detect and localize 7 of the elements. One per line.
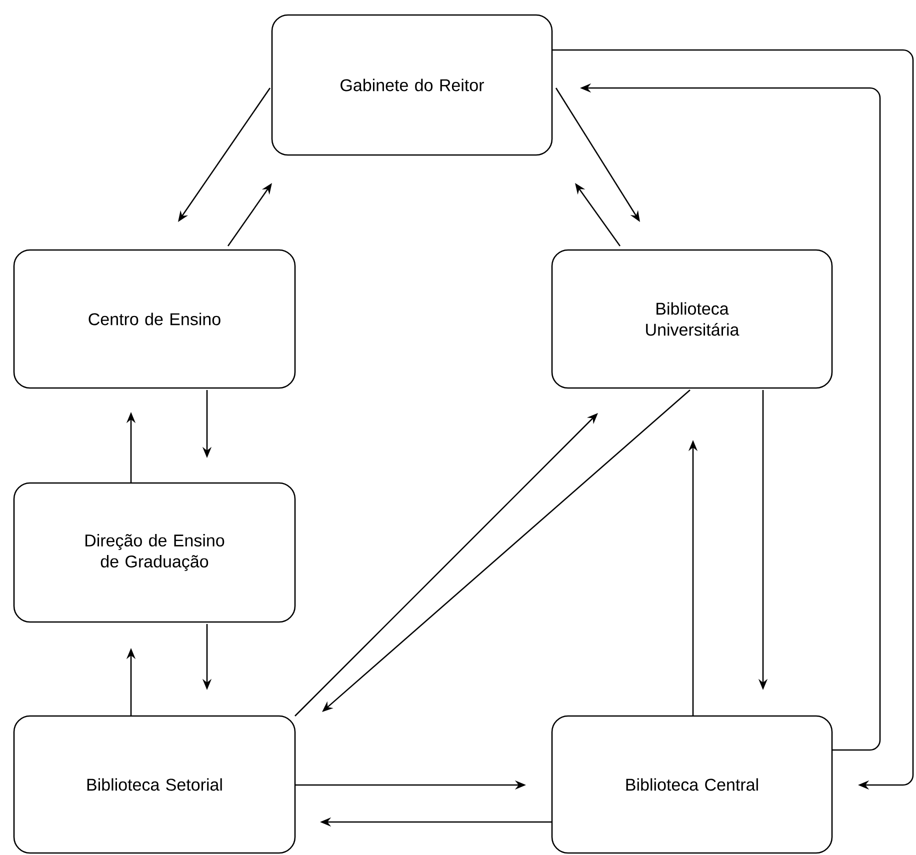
process-box: Biblioteca Setorial [13,715,296,854]
process-box: Direção de Ensino de Graduação [13,482,296,623]
process-box: Biblioteca Central [551,715,833,854]
process-box: Centro de Ensino [13,249,296,389]
process-box: Gabinete do Reitor [271,14,553,156]
arrow [552,49,914,790]
process-box: Biblioteca Universitária [551,249,833,389]
